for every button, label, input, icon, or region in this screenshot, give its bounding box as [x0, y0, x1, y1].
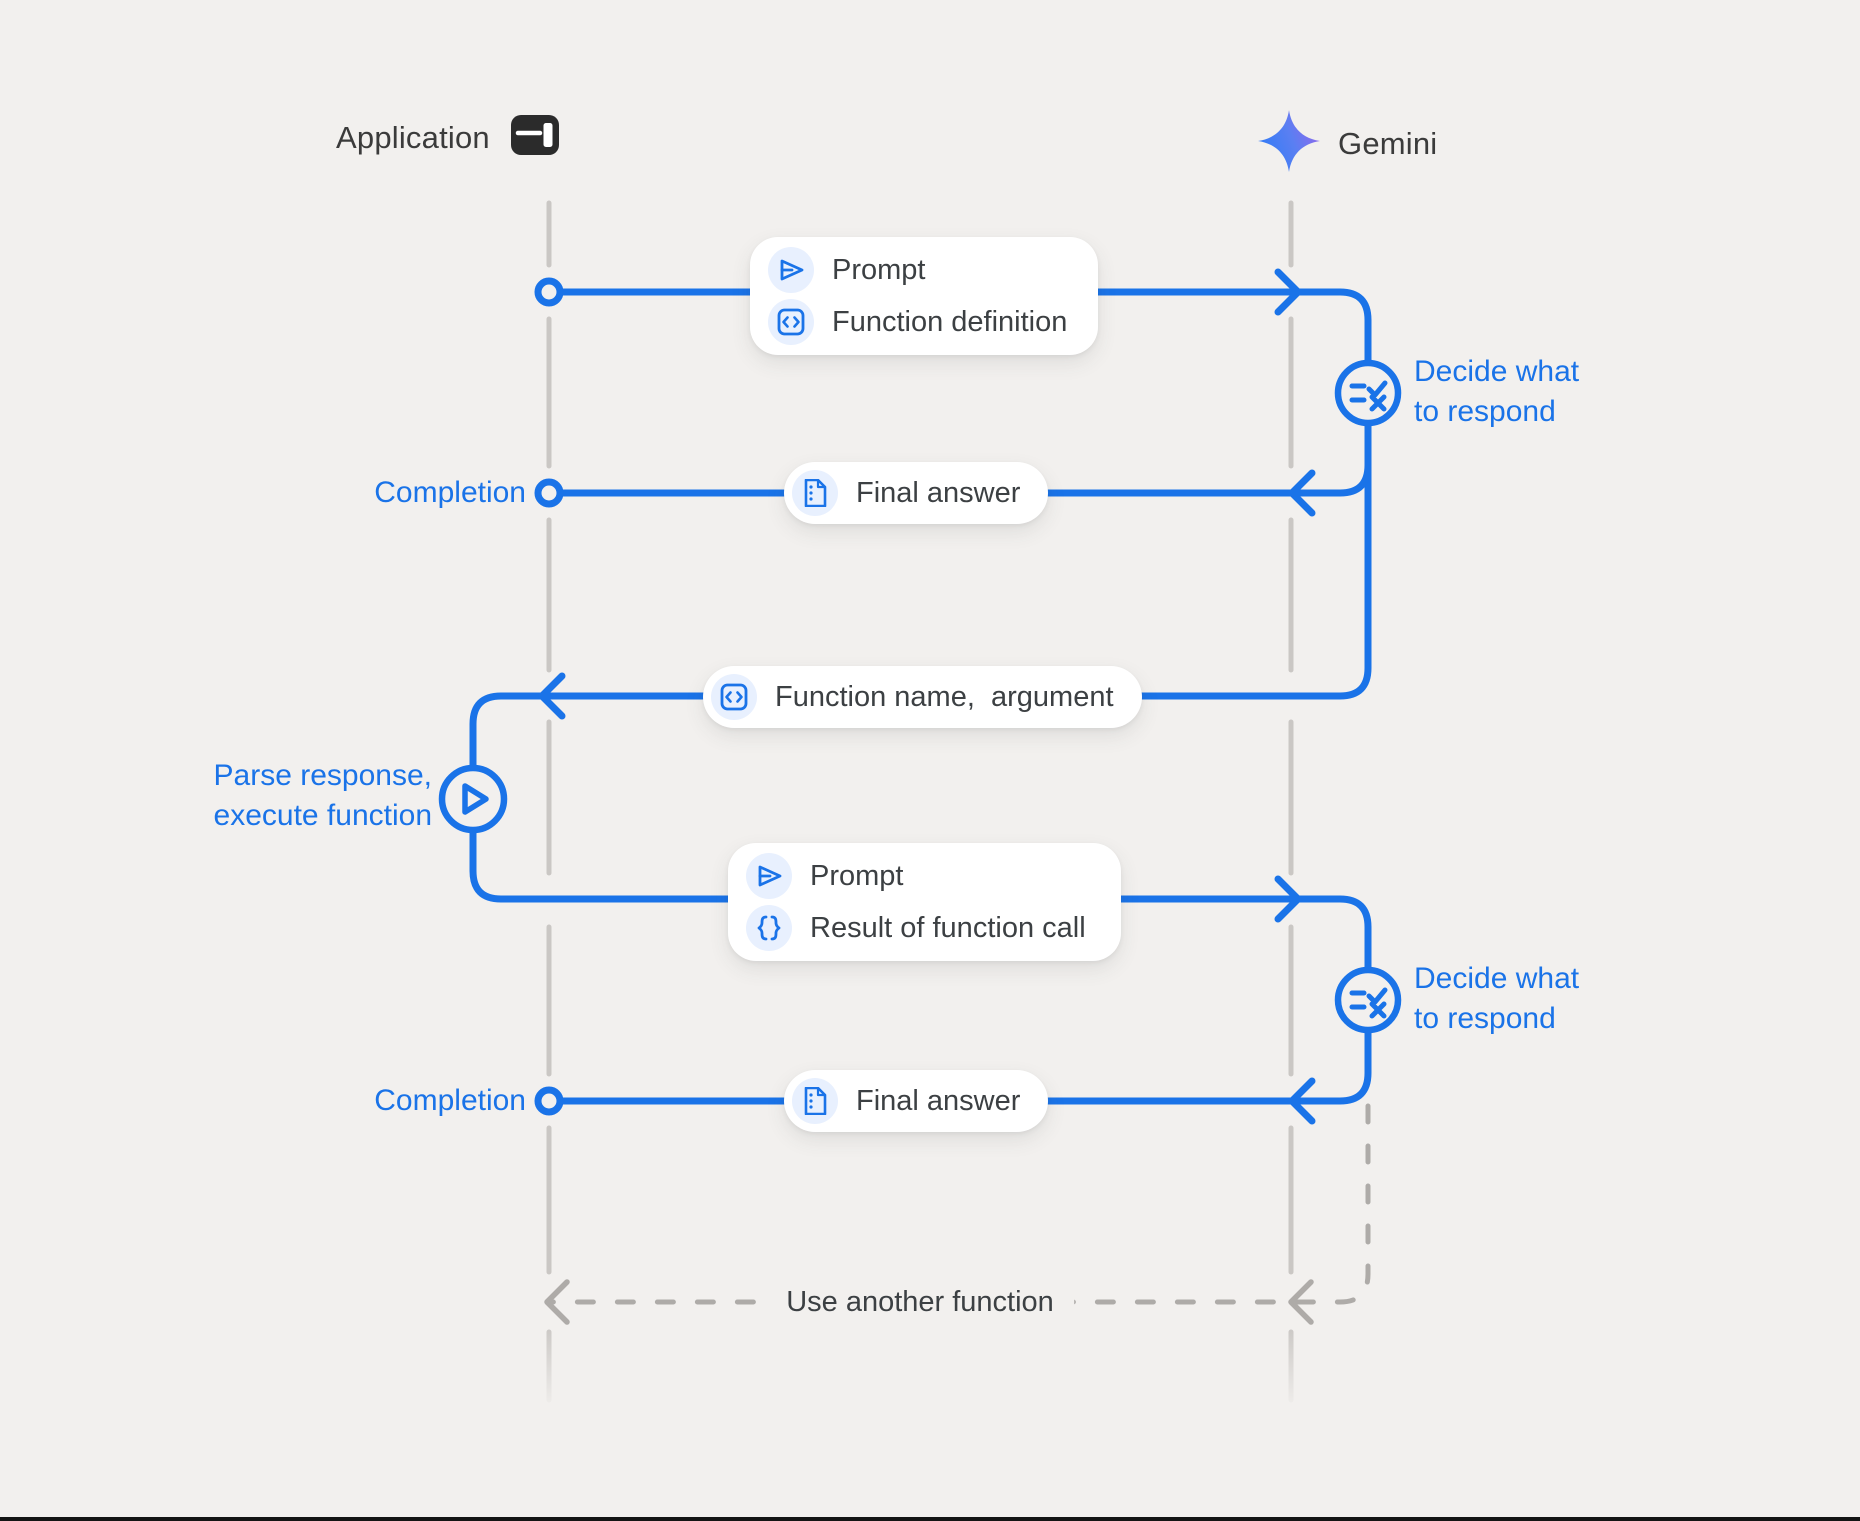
message-row: Prompt — [768, 247, 1068, 293]
message-card-prompt-function-result: Prompt Result of function call — [728, 843, 1121, 961]
gemini-star-icon — [1256, 108, 1322, 179]
curly-braces-icon — [746, 905, 792, 951]
message-pill-final-answer: Final answer — [784, 462, 1049, 524]
message-label: Final answer — [856, 476, 1021, 509]
arrowhead-left-icon — [1288, 1077, 1316, 1125]
send-icon — [746, 853, 792, 899]
parse-execute-label: Parse response, execute function — [213, 759, 432, 832]
app-window-icon — [510, 114, 560, 161]
application-header: Application — [336, 114, 560, 161]
completion-label: Completion — [374, 1084, 526, 1117]
checklist-decision-icon — [1334, 359, 1402, 427]
message-row: Result of function call — [746, 905, 1091, 951]
message-pill-function-name-argument: Function name, argument — [703, 666, 1142, 728]
arrowhead-right-icon — [1274, 875, 1302, 923]
use-another-function-label: Use another function — [766, 1282, 1074, 1322]
message-pill-final-answer: Final answer — [784, 1070, 1049, 1132]
arrowhead-left-icon — [538, 672, 566, 720]
document-icon — [792, 1078, 838, 1124]
message-label: Function name, argument — [775, 680, 1114, 713]
bottom-edge-bar — [0, 1517, 1860, 1521]
application-label: Application — [336, 119, 490, 155]
code-brackets-icon — [711, 674, 757, 720]
message-card-prompt-function-definition: Prompt Function definition — [750, 237, 1098, 355]
gemini-header: Gemini — [1256, 108, 1437, 179]
use-another-function-path — [544, 1103, 1371, 1325]
message-label: Result of function call — [810, 911, 1086, 944]
endpoint-rings — [534, 277, 564, 1116]
message-label: Prompt — [832, 253, 926, 286]
completion-label: Completion — [374, 476, 526, 509]
document-icon — [792, 470, 838, 516]
code-brackets-icon — [768, 299, 814, 345]
send-icon — [768, 247, 814, 293]
decide-label: Decide what to respond — [1414, 355, 1580, 428]
play-icon — [438, 764, 508, 834]
message-row: Function definition — [768, 299, 1068, 345]
arrowhead-left-icon — [1288, 469, 1316, 517]
gemini-label: Gemini — [1338, 125, 1438, 161]
message-label: Function definition — [832, 305, 1068, 338]
decide-label: Decide what to respond — [1414, 962, 1580, 1035]
message-label: Prompt — [810, 859, 904, 892]
arrowhead-right-icon — [1274, 268, 1302, 316]
message-label: Final answer — [856, 1084, 1021, 1117]
message-row: Prompt — [746, 853, 1091, 899]
checklist-decision-icon — [1334, 966, 1402, 1034]
